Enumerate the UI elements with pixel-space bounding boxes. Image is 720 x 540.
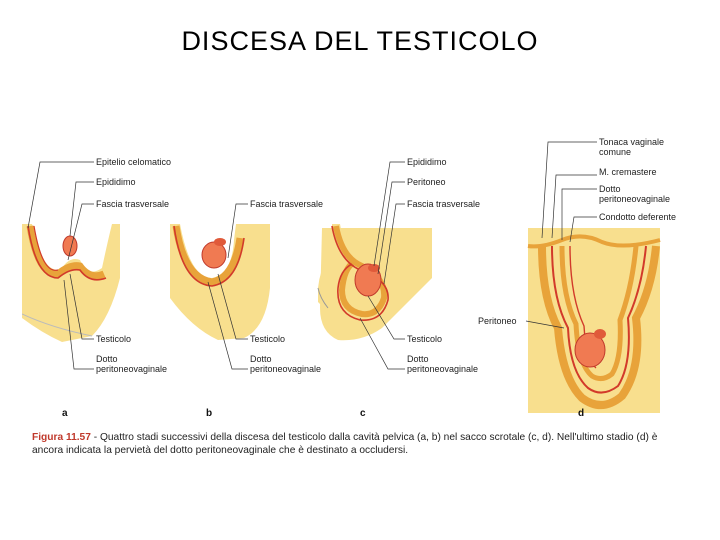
caption-text: - Quattro stadi successivi della discesa… xyxy=(32,432,658,456)
label-epitelio-celomatico: Epitelio celomatico xyxy=(96,157,171,167)
label-dotto-a-line2: peritoneovaginale xyxy=(96,364,167,374)
label-testicolo-a: Testicolo xyxy=(96,334,131,344)
label-epididimo-c: Epididimo xyxy=(407,157,447,167)
label-cremastere: M. cremastere xyxy=(599,167,657,177)
label-dotto-c-line2: peritoneovaginale xyxy=(407,364,478,374)
panel-letter-a: a xyxy=(62,408,68,419)
label-dotto-b-line1: Dotto xyxy=(250,354,272,364)
label-epididimo-a: Epididimo xyxy=(96,177,136,187)
label-tonaca-vaginale-line1: Tonaca vaginale xyxy=(599,137,664,147)
panel-letter-b: b xyxy=(206,408,212,419)
figure-11-57: Epitelio celomatico Epididimo Fascia tra… xyxy=(22,128,682,473)
label-dotto-c-line1: Dotto xyxy=(407,354,429,364)
label-testicolo-c: Testicolo xyxy=(407,334,442,344)
label-dotto-d-line2: peritoneovaginale xyxy=(599,194,670,204)
label-testicolo-b: Testicolo xyxy=(250,334,285,344)
label-fascia-trasversale-a: Fascia trasversale xyxy=(96,199,169,209)
label-peritoneo-d: Peritoneo xyxy=(478,316,517,326)
figure-caption: Figura 11.57 - Quattro stadi successivi … xyxy=(32,431,672,457)
panel-letter-c: c xyxy=(360,408,366,419)
leader-lines xyxy=(27,141,597,370)
slide-title: DISCESA DEL TESTICOLO xyxy=(181,26,539,56)
panel-a-drawing xyxy=(22,224,120,342)
panel-d-drawing xyxy=(527,228,661,413)
panel-letter-d: d xyxy=(578,408,584,419)
label-dotto-d-line1: Dotto xyxy=(599,184,621,194)
label-dotto-b-line2: peritoneovaginale xyxy=(250,364,321,374)
label-tonaca-vaginale-line2: comune xyxy=(599,147,631,157)
label-fascia-trasversale-c: Fascia trasversale xyxy=(407,199,480,209)
label-condotto-deferente: Condotto deferente xyxy=(599,212,676,222)
label-dotto-a-line1: Dotto xyxy=(96,354,118,364)
figure-reference: Figura 11.57 xyxy=(32,432,91,443)
descent-diagram: Epitelio celomatico Epididimo Fascia tra… xyxy=(22,137,676,419)
label-fascia-trasversale-b: Fascia trasversale xyxy=(250,199,323,209)
panel-c-drawing xyxy=(317,224,432,341)
label-peritoneo-c: Peritoneo xyxy=(407,177,446,187)
